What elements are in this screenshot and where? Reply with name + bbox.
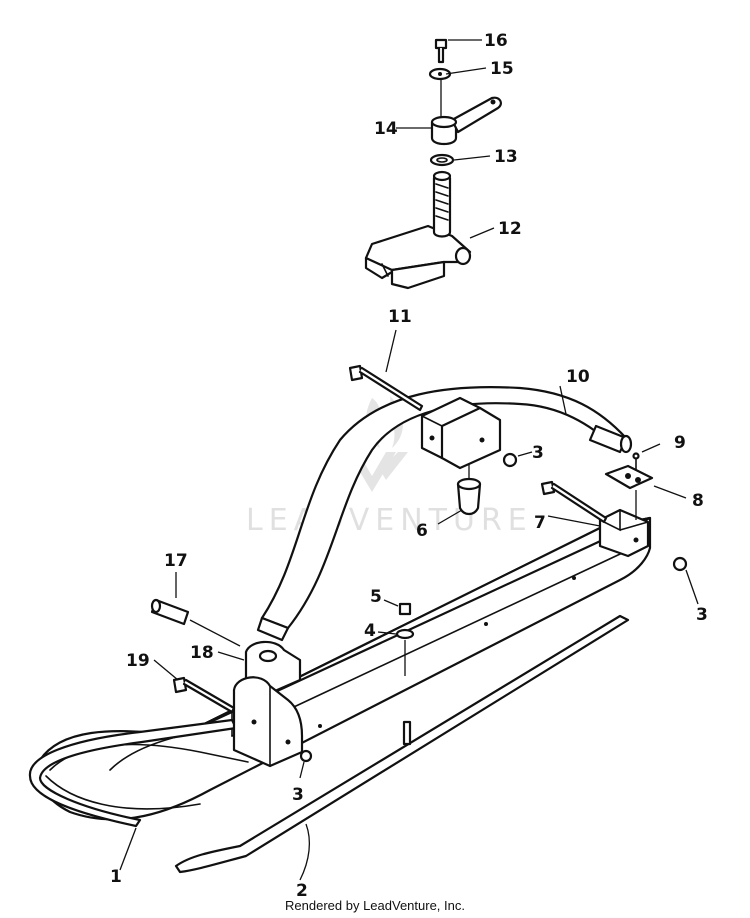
watermark-text: LEADVENTURE (246, 503, 533, 538)
callout-16: 16 (484, 31, 508, 51)
callout-5: 5 (370, 587, 382, 607)
screw-part-9 (632, 452, 640, 520)
callout-6: 6 (416, 521, 428, 541)
callout-13: 13 (494, 147, 518, 167)
callout-3-front: 3 (292, 785, 304, 805)
nut-part-3-front (299, 749, 313, 763)
bolt-part-16 (434, 38, 448, 118)
callout-18: 18 (190, 643, 214, 663)
pin-part-17 (150, 598, 241, 647)
callout-19: 19 (126, 651, 150, 671)
ski-part-1 (28, 516, 652, 828)
leader-lines (119, 39, 699, 881)
callout-labels: 1 2 3 3 3 4 5 6 7 8 9 10 11 12 13 14 15 … (110, 31, 708, 901)
spindle-mount-block (420, 396, 502, 470)
callout-14: 14 (374, 119, 398, 139)
callout-11: 11 (388, 307, 412, 327)
callout-1: 1 (110, 867, 122, 887)
spindle-bracket-part-12 (364, 170, 472, 290)
steering-arm-part-14 (430, 96, 502, 146)
callout-12: 12 (498, 219, 522, 239)
bolt-part-7 (540, 480, 608, 524)
callout-9: 9 (674, 433, 686, 453)
callout-7: 7 (534, 513, 546, 533)
nut-part-3-upper (502, 452, 518, 468)
callout-10: 10 (566, 367, 590, 387)
callout-8: 8 (692, 491, 704, 511)
plate-part-8 (604, 464, 654, 490)
rubber-bumper-part-6 (456, 464, 482, 516)
render-credit: Rendered by LeadVenture, Inc. (285, 898, 465, 913)
callout-2: 2 (296, 881, 308, 901)
callout-3-upper: 3 (532, 443, 544, 463)
callout-3-right: 3 (696, 605, 708, 625)
washer-nut-parts-4-5 (395, 602, 415, 676)
wear-bar-part-2 (174, 614, 630, 874)
ski-spring-part-10 (256, 386, 633, 642)
front-mount-block (232, 676, 304, 768)
washer-part-13 (429, 153, 455, 167)
callout-17: 17 (164, 551, 188, 571)
bolt-part-11 (348, 364, 424, 412)
rear-mount-block (598, 508, 650, 558)
bolt-part-19 (172, 676, 236, 714)
nut-part-3-right (672, 556, 688, 572)
callout-15: 15 (490, 59, 514, 79)
callout-4: 4 (364, 621, 376, 641)
